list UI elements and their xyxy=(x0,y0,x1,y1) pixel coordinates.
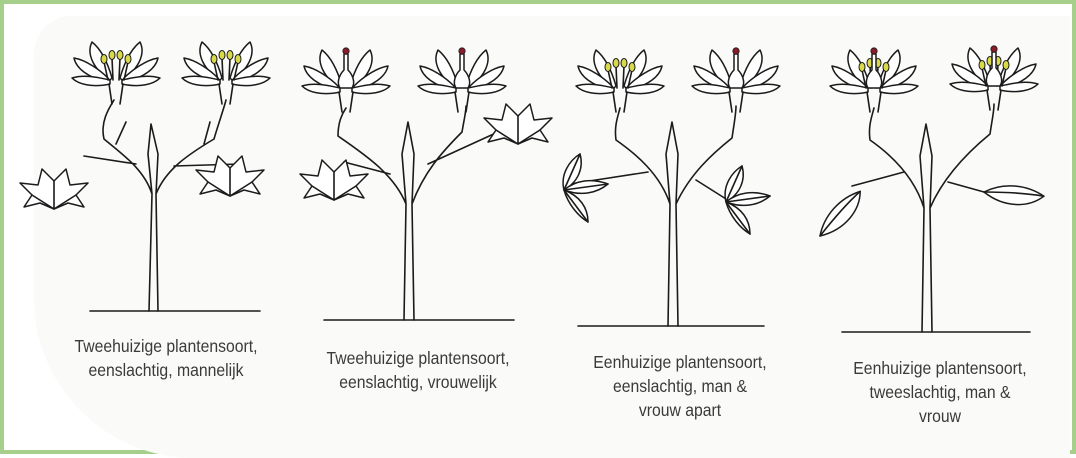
simple-leaf xyxy=(984,167,1044,221)
male-flower xyxy=(576,50,664,112)
caption-panel-3: Eenhuizige plantensoort, eenslachtig, ma… xyxy=(563,350,797,422)
simple-leaf xyxy=(811,191,870,236)
male-flower xyxy=(72,42,160,104)
caption-line: vrouw apart xyxy=(563,398,797,422)
palmate-leaf xyxy=(196,156,264,196)
pistil xyxy=(986,46,1001,86)
palmate-leaf xyxy=(484,104,552,144)
caption-panel-1: Tweehuizige plantensoort, eenslachtig, m… xyxy=(49,334,283,382)
caption-line: Eenhuizige plantensoort, xyxy=(563,350,797,374)
caption-line: eenslachtig, vrouwelijk xyxy=(301,370,535,394)
plant-stem xyxy=(852,104,994,332)
plant-bisexual xyxy=(811,46,1044,332)
plant-stem xyxy=(338,106,498,320)
caption-line: vrouw xyxy=(823,404,1057,428)
plant-monoecious-separate xyxy=(563,48,780,326)
caption-line: eenslachtig, man & xyxy=(563,374,797,398)
palmate-leaf xyxy=(20,169,88,209)
caption-line: tweeslachtig, man & xyxy=(823,380,1057,404)
pistil xyxy=(728,48,743,88)
caption-panel-4: Eenhuizige plantensoort, tweeslachtig, m… xyxy=(823,356,1057,428)
pistil xyxy=(866,48,881,88)
pistil xyxy=(338,48,353,88)
plant-male xyxy=(20,42,270,311)
plant-stem xyxy=(570,106,736,326)
trifoliate-leaf xyxy=(563,154,608,222)
caption-line: Tweehuizige plantensoort, xyxy=(49,334,283,358)
plant-female xyxy=(300,48,552,320)
caption-line: Tweehuizige plantensoort, xyxy=(301,346,535,370)
caption-line: eenslachtig, mannelijk xyxy=(49,358,283,382)
pistil xyxy=(454,48,469,88)
caption-line: Eenhuizige plantensoort, xyxy=(823,356,1057,380)
plant-stem xyxy=(84,100,240,311)
trifoliate-leaf xyxy=(725,166,770,234)
caption-panel-2: Tweehuizige plantensoort, eenslachtig, v… xyxy=(301,346,535,394)
male-flower xyxy=(182,42,270,104)
